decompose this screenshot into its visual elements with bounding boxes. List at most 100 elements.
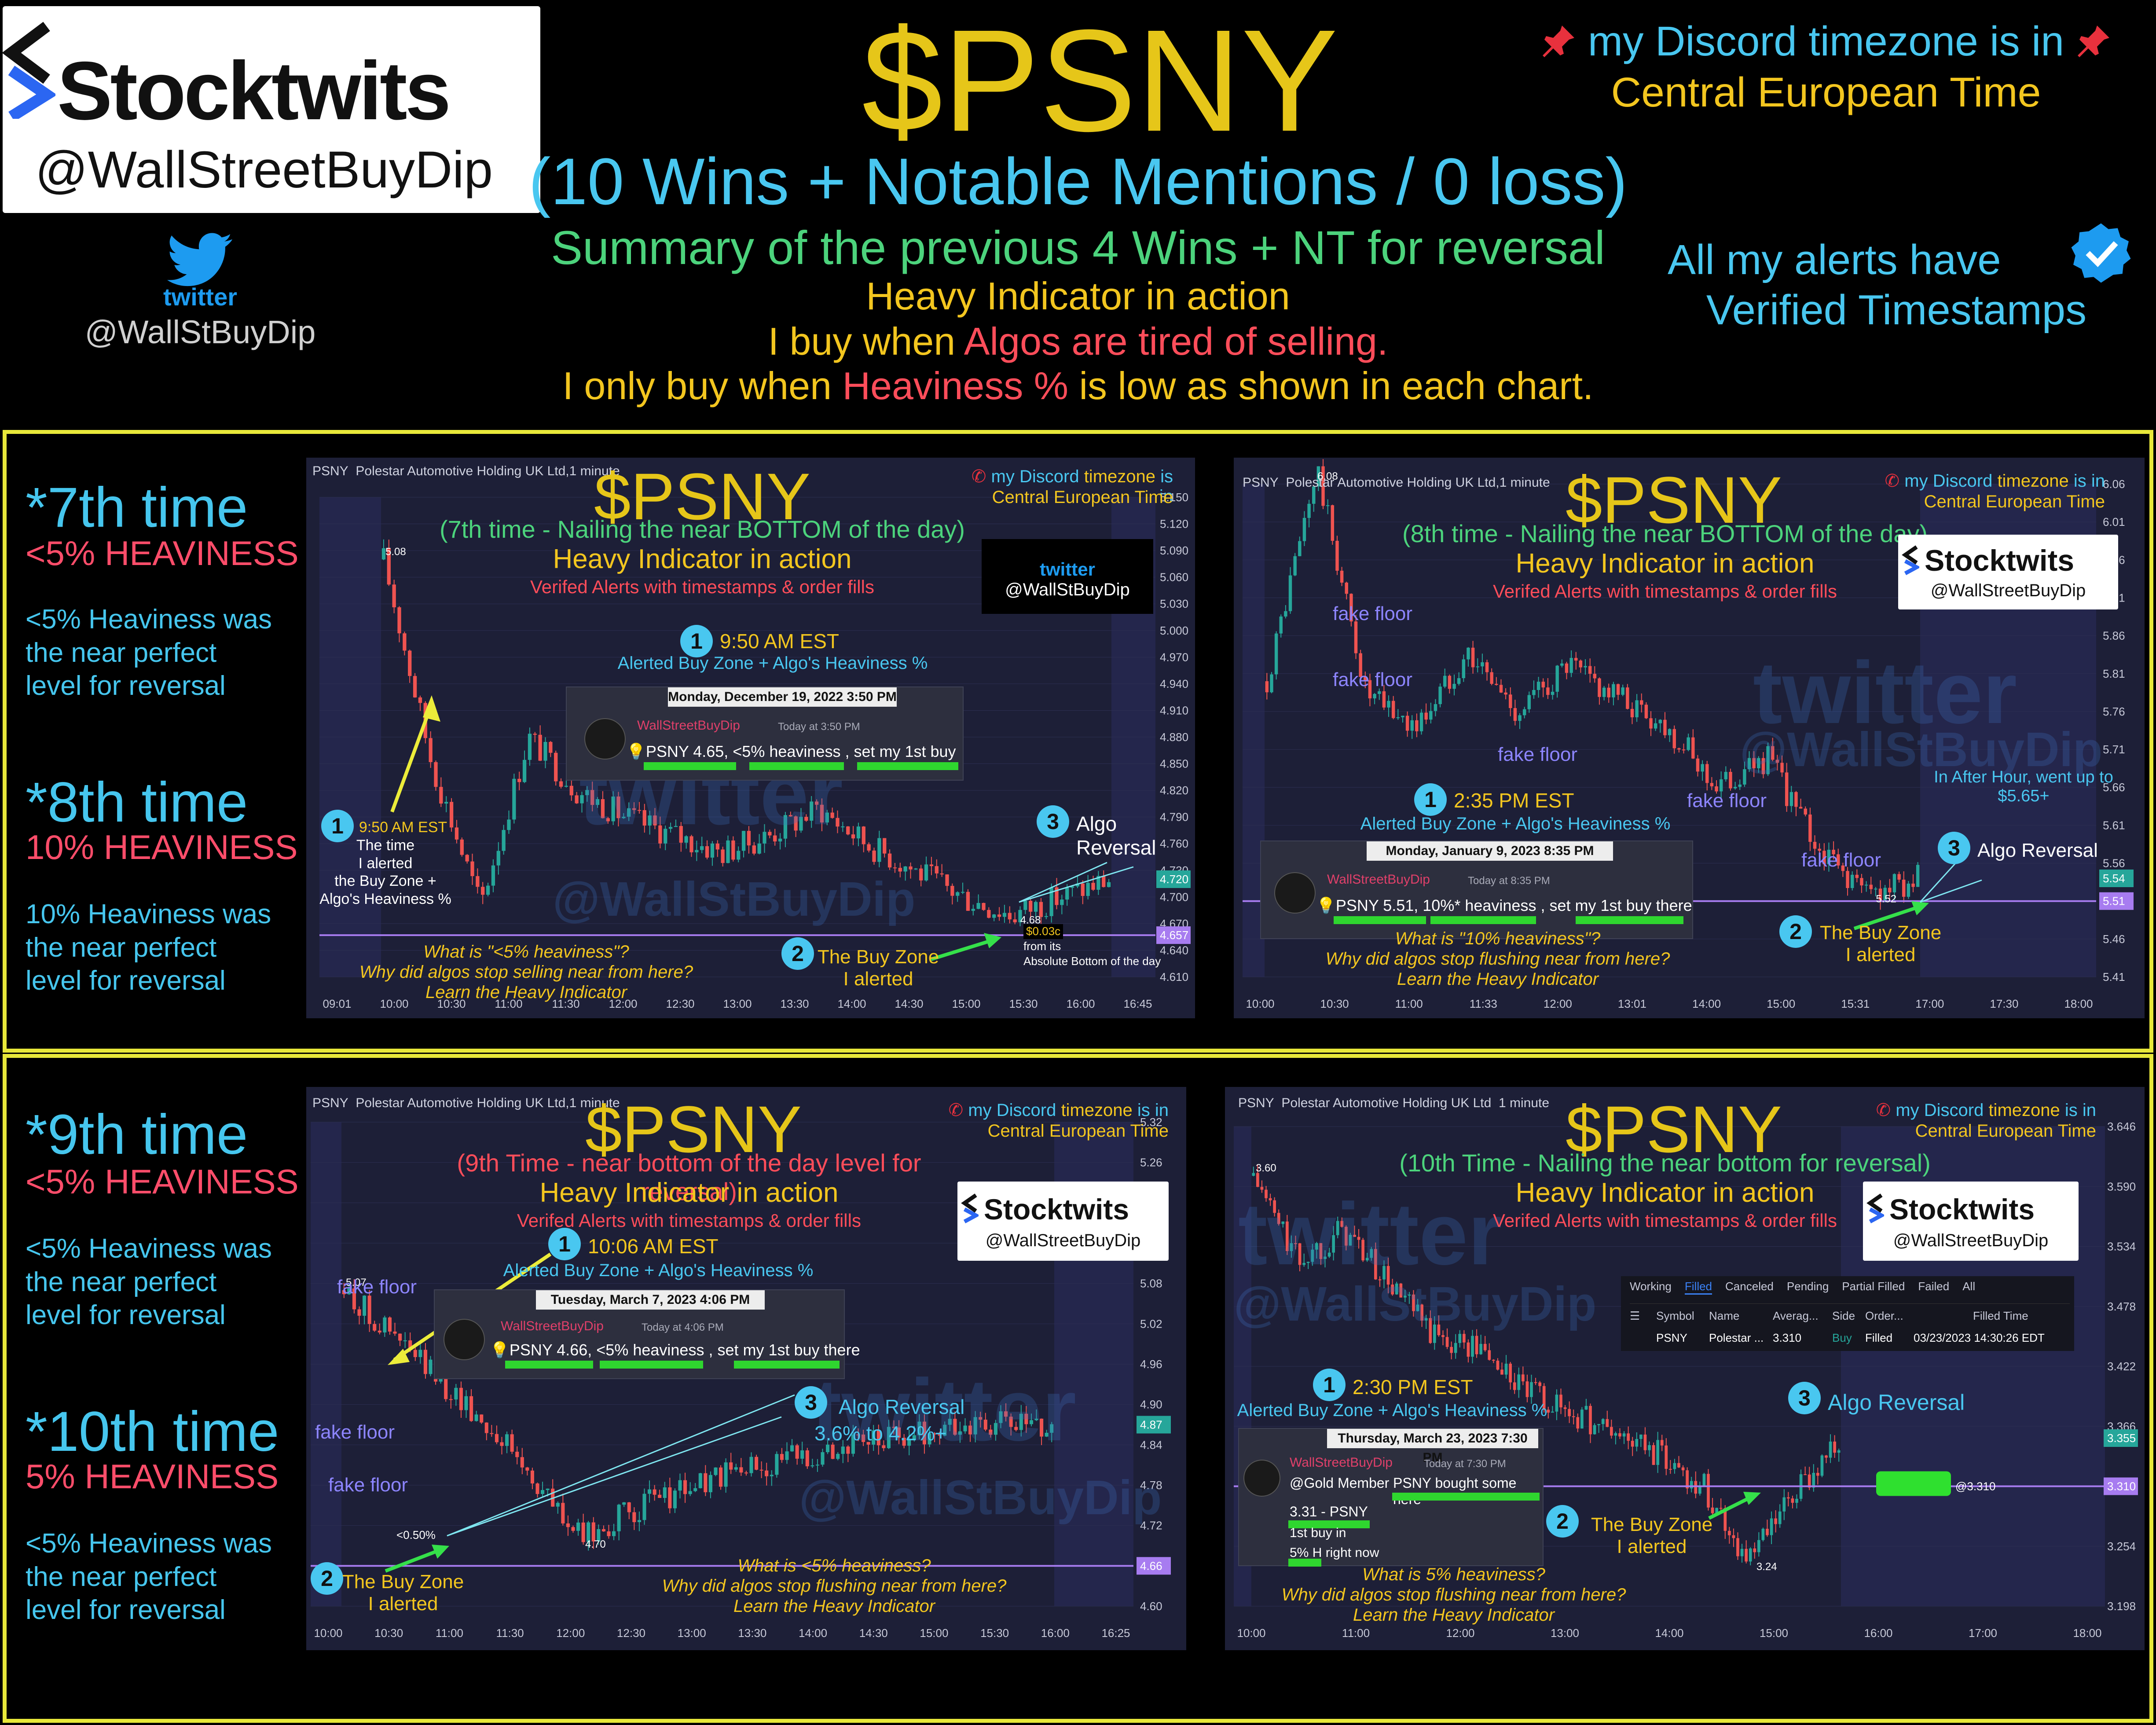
candle-body [715,843,719,850]
candle-body [928,1433,931,1445]
candle-body [580,795,584,804]
menu-icon[interactable]: ☰ [1630,1309,1640,1322]
candle-body [622,816,626,818]
candle-body [653,1489,656,1495]
candle-body [520,1457,524,1468]
candle-body [1448,675,1452,689]
candle-body [541,1490,545,1494]
candle-body [693,1488,697,1491]
candle-body [1443,675,1447,687]
page-summary: Summary of the previous 4 Wins + NT for … [551,221,1605,274]
alert-message: 💡PSNY 4.66, <5% heaviness , set my 1st b… [490,1341,860,1359]
candle-body [1804,808,1807,815]
candle-body [1665,1445,1668,1469]
alert-author: WallStreetBuyDip [1290,1455,1393,1470]
y-tick-label: 5.71 [2103,743,2125,756]
candle-body [1359,653,1362,677]
x-tick-label: 14:30 [895,997,923,1010]
highlight [1288,1520,1370,1528]
y-tick-label: 5.060 [1160,571,1188,584]
candle-body [739,1467,743,1473]
candle-body [1639,1434,1643,1439]
avatar [584,718,626,760]
candle-body [1584,666,1587,668]
candle-body [765,1470,769,1476]
candle-body [821,1452,825,1465]
panel-discord-line: ✆ my Discord timezone is in [1885,471,2105,491]
candle-body [938,1434,942,1436]
candle-body [1462,659,1466,679]
step-2-badge: 2 [311,1562,343,1595]
candle-body [1614,1433,1617,1436]
x-tick-label: 13:01 [1618,997,1646,1010]
reversal-range: 3.6% to 4.2%+ [814,1422,947,1445]
price-tag-box [1137,1557,1171,1575]
tab-canceled[interactable]: Canceled [1725,1280,1774,1293]
candle-body [455,827,459,840]
price-tag-label: 4.66 [1140,1559,1162,1572]
candle-body [1013,919,1017,922]
candle-body [945,874,949,886]
candle-body [710,843,715,858]
header-indicator-line: Heavy Indicator in action [866,274,1290,318]
label-7th-heaviness: <5% HEAVINESS [26,534,299,573]
tab-pending[interactable]: Pending [1786,1280,1829,1293]
tab-failed[interactable]: Failed [1918,1280,1950,1293]
candle-body [632,808,636,810]
candle-body [1660,1440,1664,1446]
step-2-badge: 2 [1779,915,1812,948]
candle-body [571,1527,575,1531]
panel-verified: Verifed Alerts with timestamps & order f… [1493,581,1837,602]
tab-working[interactable]: Working [1630,1280,1672,1293]
candle-body [601,1529,605,1531]
price-tag-label: 4.720 [1160,873,1188,886]
candle-body [1008,913,1012,920]
tab-filled[interactable]: Filled [1684,1280,1712,1295]
candle-body [607,1531,611,1536]
candle-body [1799,807,1803,809]
candle-body [1542,1386,1546,1410]
chart-panel-10th: 3.6463.5903.5343.4783.4223.3663.3103.254… [1225,1087,2145,1650]
panel-subtitle: (8th time - Nailing the near BOTTOM of t… [1402,520,1928,547]
price-tag-label: 3.310 [2107,1480,2136,1493]
candle-body [1724,772,1728,779]
candle-body [1677,1463,1680,1468]
candle-body [1825,1455,1828,1458]
tab-partial-filled[interactable]: Partial Filled [1842,1280,1905,1293]
candle-body [606,818,610,822]
candle-body [1682,749,1686,751]
y-tick-label: 4.850 [1160,757,1188,771]
candle-body [481,887,485,895]
x-tick-label: 14:00 [1692,997,1721,1010]
candle-body [505,1434,509,1446]
candle-body [815,1464,819,1466]
candle-body [903,866,907,872]
candle-body [530,1470,534,1484]
candle-body [1504,692,1507,695]
tab-all[interactable]: All [1962,1280,1976,1293]
candle-body [1429,711,1433,720]
candle-body [814,801,819,805]
candle-body [1640,700,1643,705]
candle-body [1530,1382,1533,1397]
y-tick-label: 4.72 [1140,1519,1162,1532]
candle-body [1281,1221,1285,1224]
candle-body [1522,1374,1525,1382]
candle-body [601,799,605,818]
candle-body [1029,901,1033,912]
candle-body [1795,1498,1798,1503]
watermark-twitter: twitter [812,1361,1076,1459]
discord-alert-card: Monday, January 9, 2023 8:35 PM WallStre… [1260,840,1693,939]
candle-body [507,819,511,830]
candle-body [413,1350,417,1357]
candle-body [1761,758,1765,774]
buy-zone-arrowhead [432,1545,449,1559]
candle-body [902,1438,906,1446]
candle-body [1463,1334,1466,1343]
candle-body [559,781,563,787]
candle-body [480,1414,484,1423]
candle-body [1002,913,1007,917]
candle-body [587,1522,590,1542]
